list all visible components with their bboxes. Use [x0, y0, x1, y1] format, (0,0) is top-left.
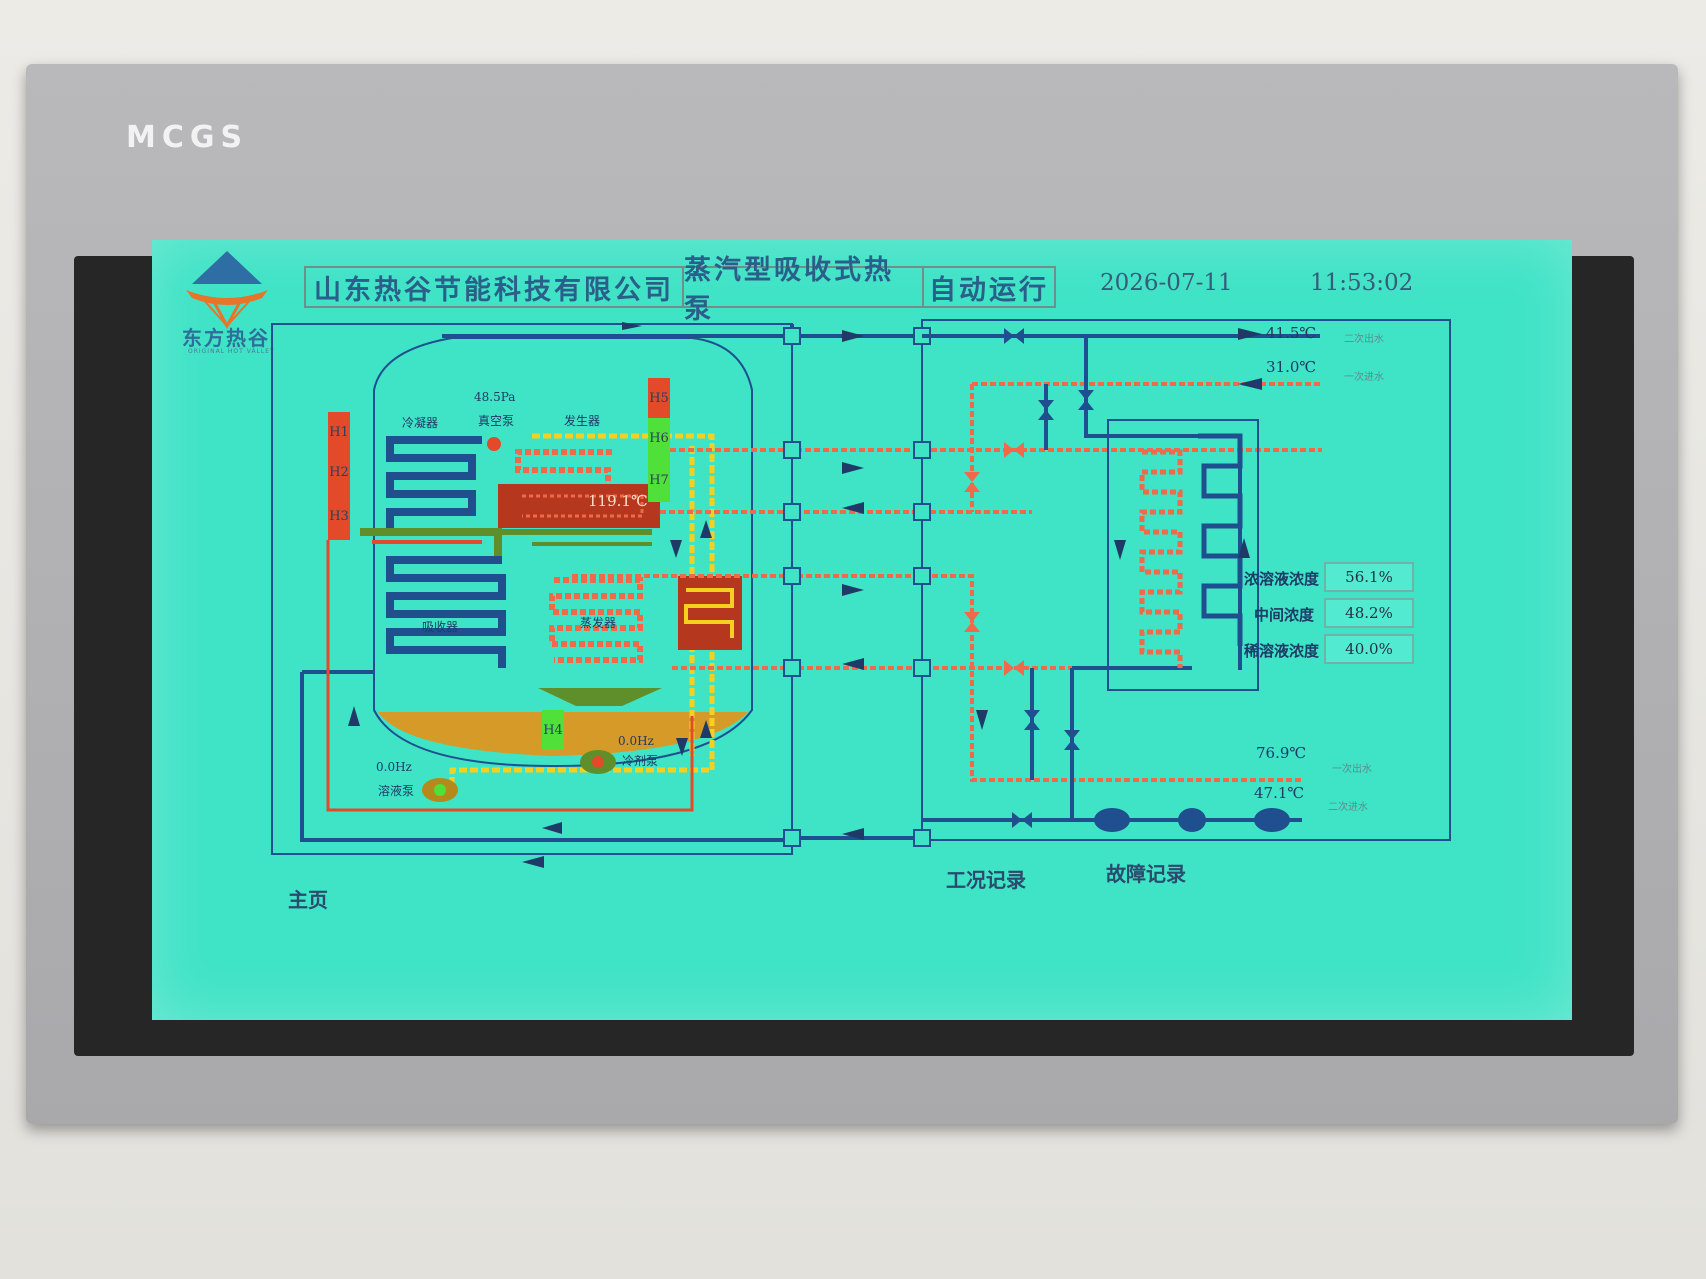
primary-out-temp: 76.9℃: [1256, 744, 1307, 762]
run-mode[interactable]: 自动运行: [922, 266, 1056, 308]
intermediate-solution-label: 中间浓度: [1254, 606, 1315, 624]
secondary-in-temp: 47.1℃: [1254, 784, 1305, 802]
refrigerant-pump-freq: 0.0Hz: [618, 734, 654, 748]
refrigerant-pump-label: 冷剂泵: [622, 754, 659, 768]
generator-temp: 119.1℃: [588, 492, 648, 510]
work-records-button[interactable]: 工况记录: [946, 868, 1026, 892]
logo-subtitle: ORIGINAL HOT VALLEY: [188, 348, 275, 355]
secondary-out-temp: 41.5℃: [1266, 324, 1317, 342]
main-vessel: [373, 337, 753, 768]
date-display: 2026-07-11: [1100, 270, 1233, 296]
weak-solution-value: 40.0%: [1324, 634, 1414, 664]
vacuum-pump-label: 真空泵: [478, 414, 515, 428]
level-h2: H2: [328, 452, 350, 492]
level-h1: H1: [328, 412, 350, 452]
primary-in-label: 一次进水: [1344, 372, 1384, 383]
level-h6: H6: [648, 418, 670, 458]
logo-text: 东方热谷: [182, 326, 270, 350]
home-button[interactable]: 主页: [288, 888, 328, 912]
level-h5: H5: [648, 378, 670, 418]
level-h4: H4: [542, 710, 564, 750]
weak-solution-label: 稀溶液浓度: [1244, 642, 1320, 660]
brand-logo: MCGS: [126, 120, 249, 155]
secondary-out-label: 二次出水: [1344, 334, 1384, 345]
hmi-screen: 东方热谷 ORIGINAL HOT VALLEY 山东热谷节能科技有限公司 蒸汽…: [152, 240, 1572, 1020]
condenser-label: 冷凝器: [402, 416, 439, 430]
strong-solution-label: 浓溶液浓度: [1244, 570, 1320, 588]
absorber-coil: [386, 556, 506, 668]
left-red-loop: [326, 540, 694, 812]
strong-solution-value: 56.1%: [1324, 562, 1414, 592]
primary-out-label: 一次出水: [1332, 764, 1372, 775]
condenser-coil: [386, 436, 482, 530]
secondary-in-label: 二次进水: [1328, 802, 1368, 813]
process-diagram: [271, 319, 1451, 868]
solution-pump-label: 溶液泵: [378, 784, 415, 798]
primary-in-temp: 31.0℃: [1266, 358, 1317, 376]
time-display: 11:53:02: [1310, 270, 1414, 296]
level-h7: H7: [648, 458, 670, 502]
generator-label: 发生器: [564, 414, 601, 428]
solution-pump-freq: 0.0Hz: [376, 760, 412, 774]
heat-exchanger-frame: [1107, 419, 1259, 691]
evaporator-coil: [549, 577, 643, 663]
fault-records-button[interactable]: 故障记录: [1106, 862, 1186, 886]
vacuum-pressure: 48.5Pa: [474, 390, 516, 404]
level-h3: H3: [328, 492, 350, 540]
absorber-label: 吸收器: [422, 620, 459, 634]
evaporator-label: 蒸发器: [580, 616, 617, 630]
company-logo-icon: [186, 251, 268, 330]
generator-box: [498, 484, 660, 528]
intermediate-solution-value: 48.2%: [1324, 598, 1414, 628]
vacuum-pump-icon: [487, 437, 501, 451]
left-blue-loop: [300, 672, 792, 842]
refrigerant-pipe: [449, 433, 715, 786]
